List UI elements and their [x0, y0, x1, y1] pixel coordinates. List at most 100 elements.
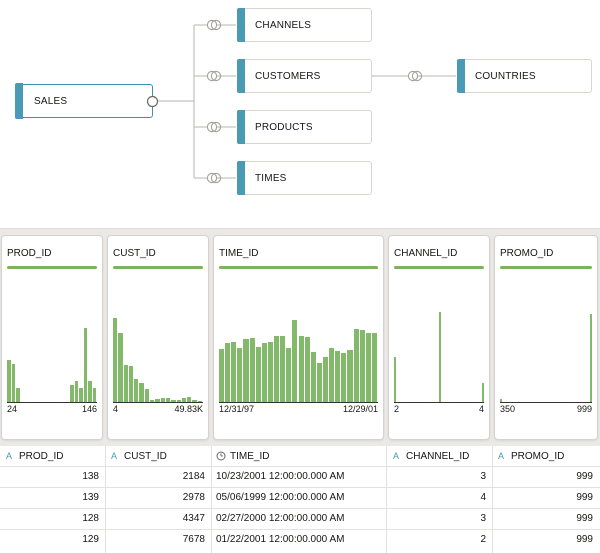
histogram-bar	[79, 388, 83, 402]
histogram-bar	[481, 382, 484, 402]
profile-card-cust-id[interactable]: CUST_ID 4 49.83K	[107, 235, 209, 440]
range-max: 4	[478, 404, 484, 414]
node-channels[interactable]: CHANNELS	[237, 8, 372, 42]
cell-channel-id: 2	[480, 534, 486, 545]
histogram-bar	[197, 400, 202, 402]
quality-bar	[394, 266, 484, 269]
histogram	[500, 296, 592, 403]
node-label: SALES	[34, 95, 68, 107]
node-times[interactable]: TIMES	[237, 161, 372, 195]
card-title: CUST_ID	[113, 248, 156, 259]
connector-handle[interactable]	[146, 95, 159, 108]
range-max: 146	[81, 404, 97, 414]
text-type-icon: A	[111, 451, 118, 461]
histogram-bar	[394, 357, 397, 402]
column-header-promo-id[interactable]: A PROMO_ID	[498, 446, 564, 466]
histogram-bar	[134, 378, 139, 402]
histogram-bar	[310, 352, 316, 402]
histogram-bar	[298, 336, 304, 402]
node-label: COUNTRIES	[475, 70, 536, 82]
quality-bar	[113, 266, 203, 269]
join-icon[interactable]	[205, 19, 223, 31]
profile-card-promo-id[interactable]: PROMO_ID 350 999	[494, 235, 598, 440]
histogram-bar	[267, 341, 274, 402]
histogram-bar	[371, 333, 377, 402]
histogram-bar	[70, 385, 74, 402]
histogram-bar	[219, 349, 225, 402]
histogram-bar	[150, 399, 155, 402]
profile-card-channel-id[interactable]: CHANNEL_ID 2 4	[388, 235, 490, 440]
histogram-bar	[261, 342, 267, 402]
histogram-bar	[589, 314, 592, 402]
card-title: CHANNEL_ID	[394, 248, 458, 259]
join-icon[interactable]	[205, 121, 223, 133]
text-type-icon: A	[498, 451, 505, 461]
join-diagram: SALES CHANNELS CUSTOMERS PRODUCTS TIMES …	[0, 0, 600, 228]
header-label: CUST_ID	[124, 450, 167, 462]
table-row[interactable]: 139 2978 05/06/1999 12:00:00.000 AM 4 99…	[0, 487, 600, 508]
cell-channel-id: 3	[480, 513, 486, 524]
histogram-bar	[359, 329, 365, 402]
histogram-bar	[16, 388, 20, 402]
quality-bar	[7, 266, 97, 269]
clock-icon	[216, 451, 226, 461]
histogram-bar	[304, 337, 310, 402]
table-row[interactable]: 128 4347 02/27/2000 12:00:00.000 AM 3 99…	[0, 508, 600, 529]
histogram-bar	[88, 380, 92, 402]
histogram-bar	[316, 362, 322, 402]
histogram-bar	[128, 365, 134, 402]
histogram	[394, 296, 484, 403]
cell-prod-id: 128	[82, 513, 99, 524]
cell-channel-id: 3	[480, 471, 486, 482]
column-header-cust-id[interactable]: A CUST_ID	[111, 446, 167, 466]
histogram	[113, 296, 203, 403]
histogram-bar	[439, 311, 442, 402]
histogram-bar	[11, 363, 15, 402]
cell-promo-id: 999	[576, 513, 593, 524]
node-label: CUSTOMERS	[255, 70, 321, 82]
cell-promo-id: 999	[576, 471, 593, 482]
node-sales[interactable]: SALES	[15, 83, 153, 119]
profile-card-prod-id[interactable]: PROD_ID 24 146	[1, 235, 103, 440]
histogram-bar	[118, 333, 123, 402]
column-header-channel-id[interactable]: A CHANNEL_ID	[393, 446, 469, 466]
histogram-bar	[171, 399, 176, 402]
histogram-bar	[192, 399, 197, 402]
node-customers[interactable]: CUSTOMERS	[237, 59, 372, 93]
join-icon[interactable]	[205, 70, 223, 82]
profile-card-time-id[interactable]: TIME_ID 12/31/97 12/29/01	[213, 235, 384, 440]
join-icon[interactable]	[406, 70, 424, 82]
cell-prod-id: 139	[82, 492, 99, 503]
histogram-bar	[335, 351, 341, 402]
column-header-prod-id[interactable]: A PROD_ID	[6, 446, 63, 466]
node-label: PRODUCTS	[255, 121, 313, 133]
range-min: 24	[7, 404, 18, 414]
histogram-bar	[255, 346, 261, 402]
header-label: CHANNEL_ID	[406, 450, 470, 462]
node-countries[interactable]: COUNTRIES	[457, 59, 592, 93]
cell-promo-id: 999	[576, 492, 593, 503]
cell-time-id: 01/22/2001 12:00:00.000 AM	[216, 534, 345, 545]
histogram-bar	[231, 341, 237, 402]
histogram-bar	[187, 396, 192, 402]
table-row[interactable]: 138 2184 10/23/2001 12:00:00.000 AM 3 99…	[0, 466, 600, 487]
node-label: TIMES	[255, 172, 287, 184]
histogram-bar	[139, 382, 144, 402]
histogram-bar	[237, 347, 243, 402]
node-products[interactable]: PRODUCTS	[237, 110, 372, 144]
card-title: TIME_ID	[219, 248, 259, 259]
range-min: 4	[113, 404, 119, 414]
histogram-bar	[500, 398, 503, 402]
join-icon[interactable]	[205, 172, 223, 184]
histogram-bar	[322, 357, 329, 402]
table-row[interactable]: 129 7678 01/22/2001 12:00:00.000 AM 2 99…	[0, 529, 600, 550]
histogram-bar	[144, 389, 150, 402]
node-label: CHANNELS	[255, 19, 312, 31]
card-title: PROD_ID	[7, 248, 52, 259]
header-label: PROMO_ID	[511, 450, 565, 462]
cell-time-id: 05/06/1999 12:00:00.000 AM	[216, 492, 345, 503]
histogram-bar	[7, 359, 11, 402]
histogram-bar	[113, 318, 118, 402]
histogram	[219, 296, 378, 403]
column-header-time-id[interactable]: TIME_ID	[216, 446, 269, 466]
